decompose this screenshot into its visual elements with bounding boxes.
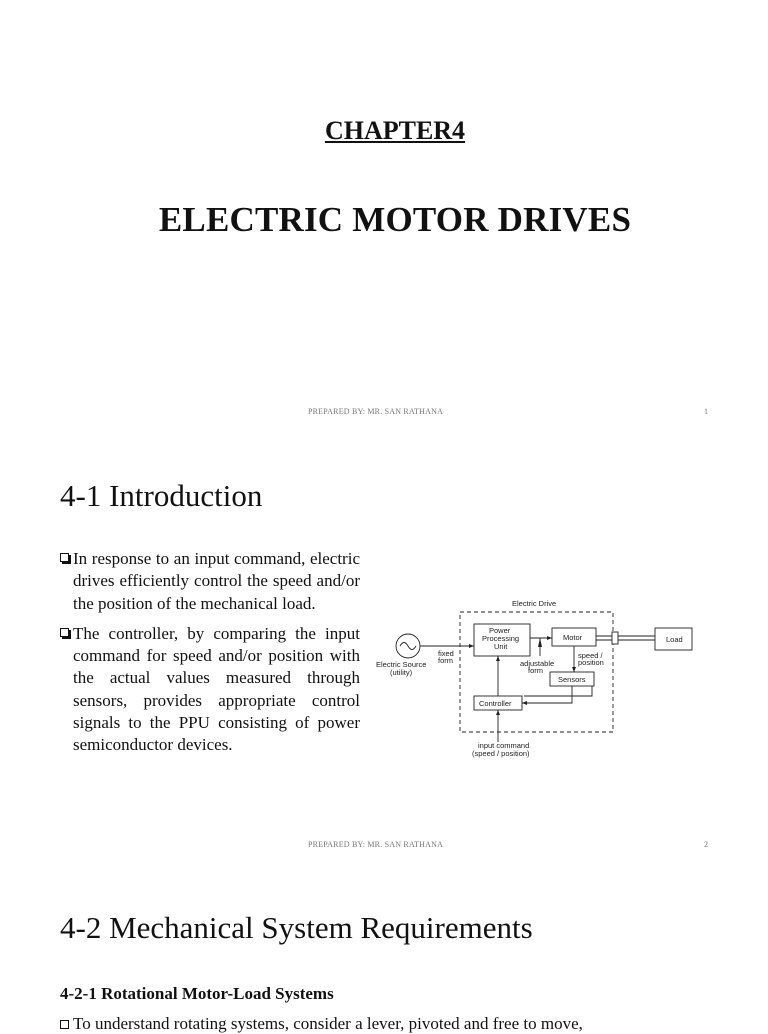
speed-label: speed /	[578, 651, 604, 660]
bullet-text: The controller, by comparing the input c…	[73, 623, 360, 755]
utility-label: (utility)	[390, 668, 413, 677]
page-number: 1	[704, 407, 708, 416]
section-heading: 4-1 Introduction	[60, 478, 263, 513]
bullet-item: The controller, by comparing the input c…	[60, 623, 360, 757]
speed-position-label: (speed / position)	[472, 749, 530, 758]
ppu-label-3: Unit	[494, 642, 508, 651]
ppu-box	[473, 623, 531, 657]
square-bullet-icon	[60, 1020, 69, 1029]
input-command-label: input command	[478, 741, 529, 750]
ppu-label-1: Power	[489, 626, 511, 635]
controller-label: Controller	[479, 699, 512, 708]
section-heading: 4-2 Mechanical System Requirements	[60, 910, 533, 945]
slide-footer: PREPARED BY: MR. SAN RATHANA	[308, 840, 444, 849]
adjustable-label: adjustable	[520, 659, 554, 668]
page-number: 2	[704, 840, 708, 849]
square-bullet-icon	[60, 627, 71, 639]
slide-2: 4-1 Introduction In response to an input…	[0, 432, 768, 864]
electric-source-label: Electric Source	[376, 660, 426, 669]
load-box	[654, 627, 693, 651]
load-label: Load	[666, 635, 683, 644]
slide-title: ELECTRIC MOTOR DRIVES	[158, 200, 632, 239]
bullet-item: In response to an input command, electri…	[60, 548, 360, 615]
subsection-heading: 4-2-1 Rotational Motor-Load Systems	[60, 984, 334, 1003]
bullet-text-partial: To understand rotating systems, consider…	[60, 1014, 700, 1034]
diagram-title: Electric Drive	[512, 599, 556, 608]
slide-footer: PREPARED BY: MR. SAN RATHANA	[308, 407, 444, 416]
square-bullet-icon	[60, 553, 71, 564]
drive-boundary	[459, 611, 614, 733]
chapter-label: CHAPTER4	[324, 116, 466, 145]
motor-label: Motor	[563, 633, 583, 642]
bullet-text: In response to an input command, electri…	[73, 549, 360, 613]
electric-drive-diagram: Electric Drive Electric Source (utility)…	[370, 592, 704, 762]
ppu-label-2: Processing	[482, 634, 519, 643]
bullet-list: In response to an input command, electri…	[60, 548, 360, 765]
slide-3: 4-2 Mechanical System Requirements 4-2-1…	[0, 864, 768, 1033]
adjustable-form-label: form	[528, 666, 543, 675]
position-label: position	[578, 658, 604, 667]
fixed-form-label: form	[438, 656, 453, 665]
fixed-label: fixed	[438, 649, 454, 658]
sensors-label: Sensors	[558, 675, 586, 684]
slide-1: CHAPTER4 ELECTRIC MOTOR DRIVES PREPARED …	[0, 0, 768, 432]
